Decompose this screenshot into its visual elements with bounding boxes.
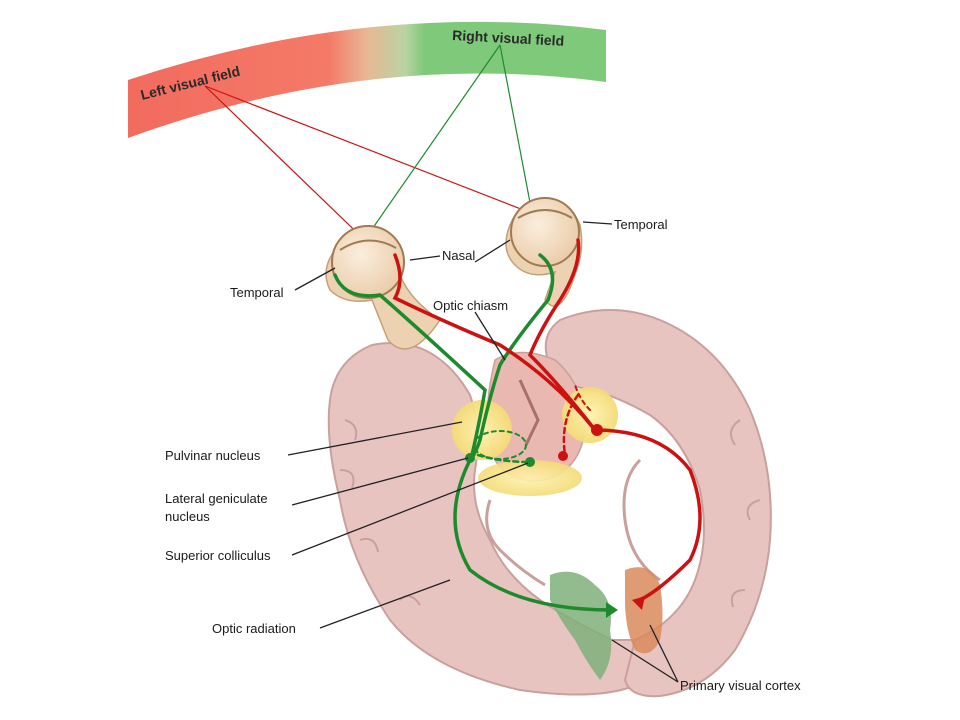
nasal-label: Nasal: [442, 248, 475, 263]
lgn-label-line2: nucleus: [165, 509, 210, 524]
lgn-label-line1: Lateral geniculate: [165, 491, 268, 506]
pulvinar-nucleus-label: Pulvinar nucleus: [165, 448, 261, 463]
red-nodes: [558, 424, 645, 610]
temporal-right-label: Temporal: [614, 217, 668, 232]
optic-radiation-label: Optic radiation: [212, 621, 296, 636]
visual-field-band: [128, 21, 606, 139]
brain-right-hemisphere: [544, 309, 772, 698]
green-nodes: [465, 453, 618, 618]
temporal-left-label: Temporal: [230, 285, 284, 300]
green-pathway: [333, 253, 614, 612]
right-visual-field-label: Right visual field: [452, 27, 565, 49]
optic-chiasm-label: Optic chiasm: [433, 298, 508, 313]
right-eye: [505, 197, 583, 307]
visual-cortex-left: [550, 571, 612, 680]
primary-visual-cortex-label: Primary visual cortex: [680, 678, 801, 693]
leader-lines: [287, 221, 679, 683]
superior-colliculus-label: Superior colliculus: [165, 548, 271, 563]
red-pathway: [392, 238, 702, 602]
